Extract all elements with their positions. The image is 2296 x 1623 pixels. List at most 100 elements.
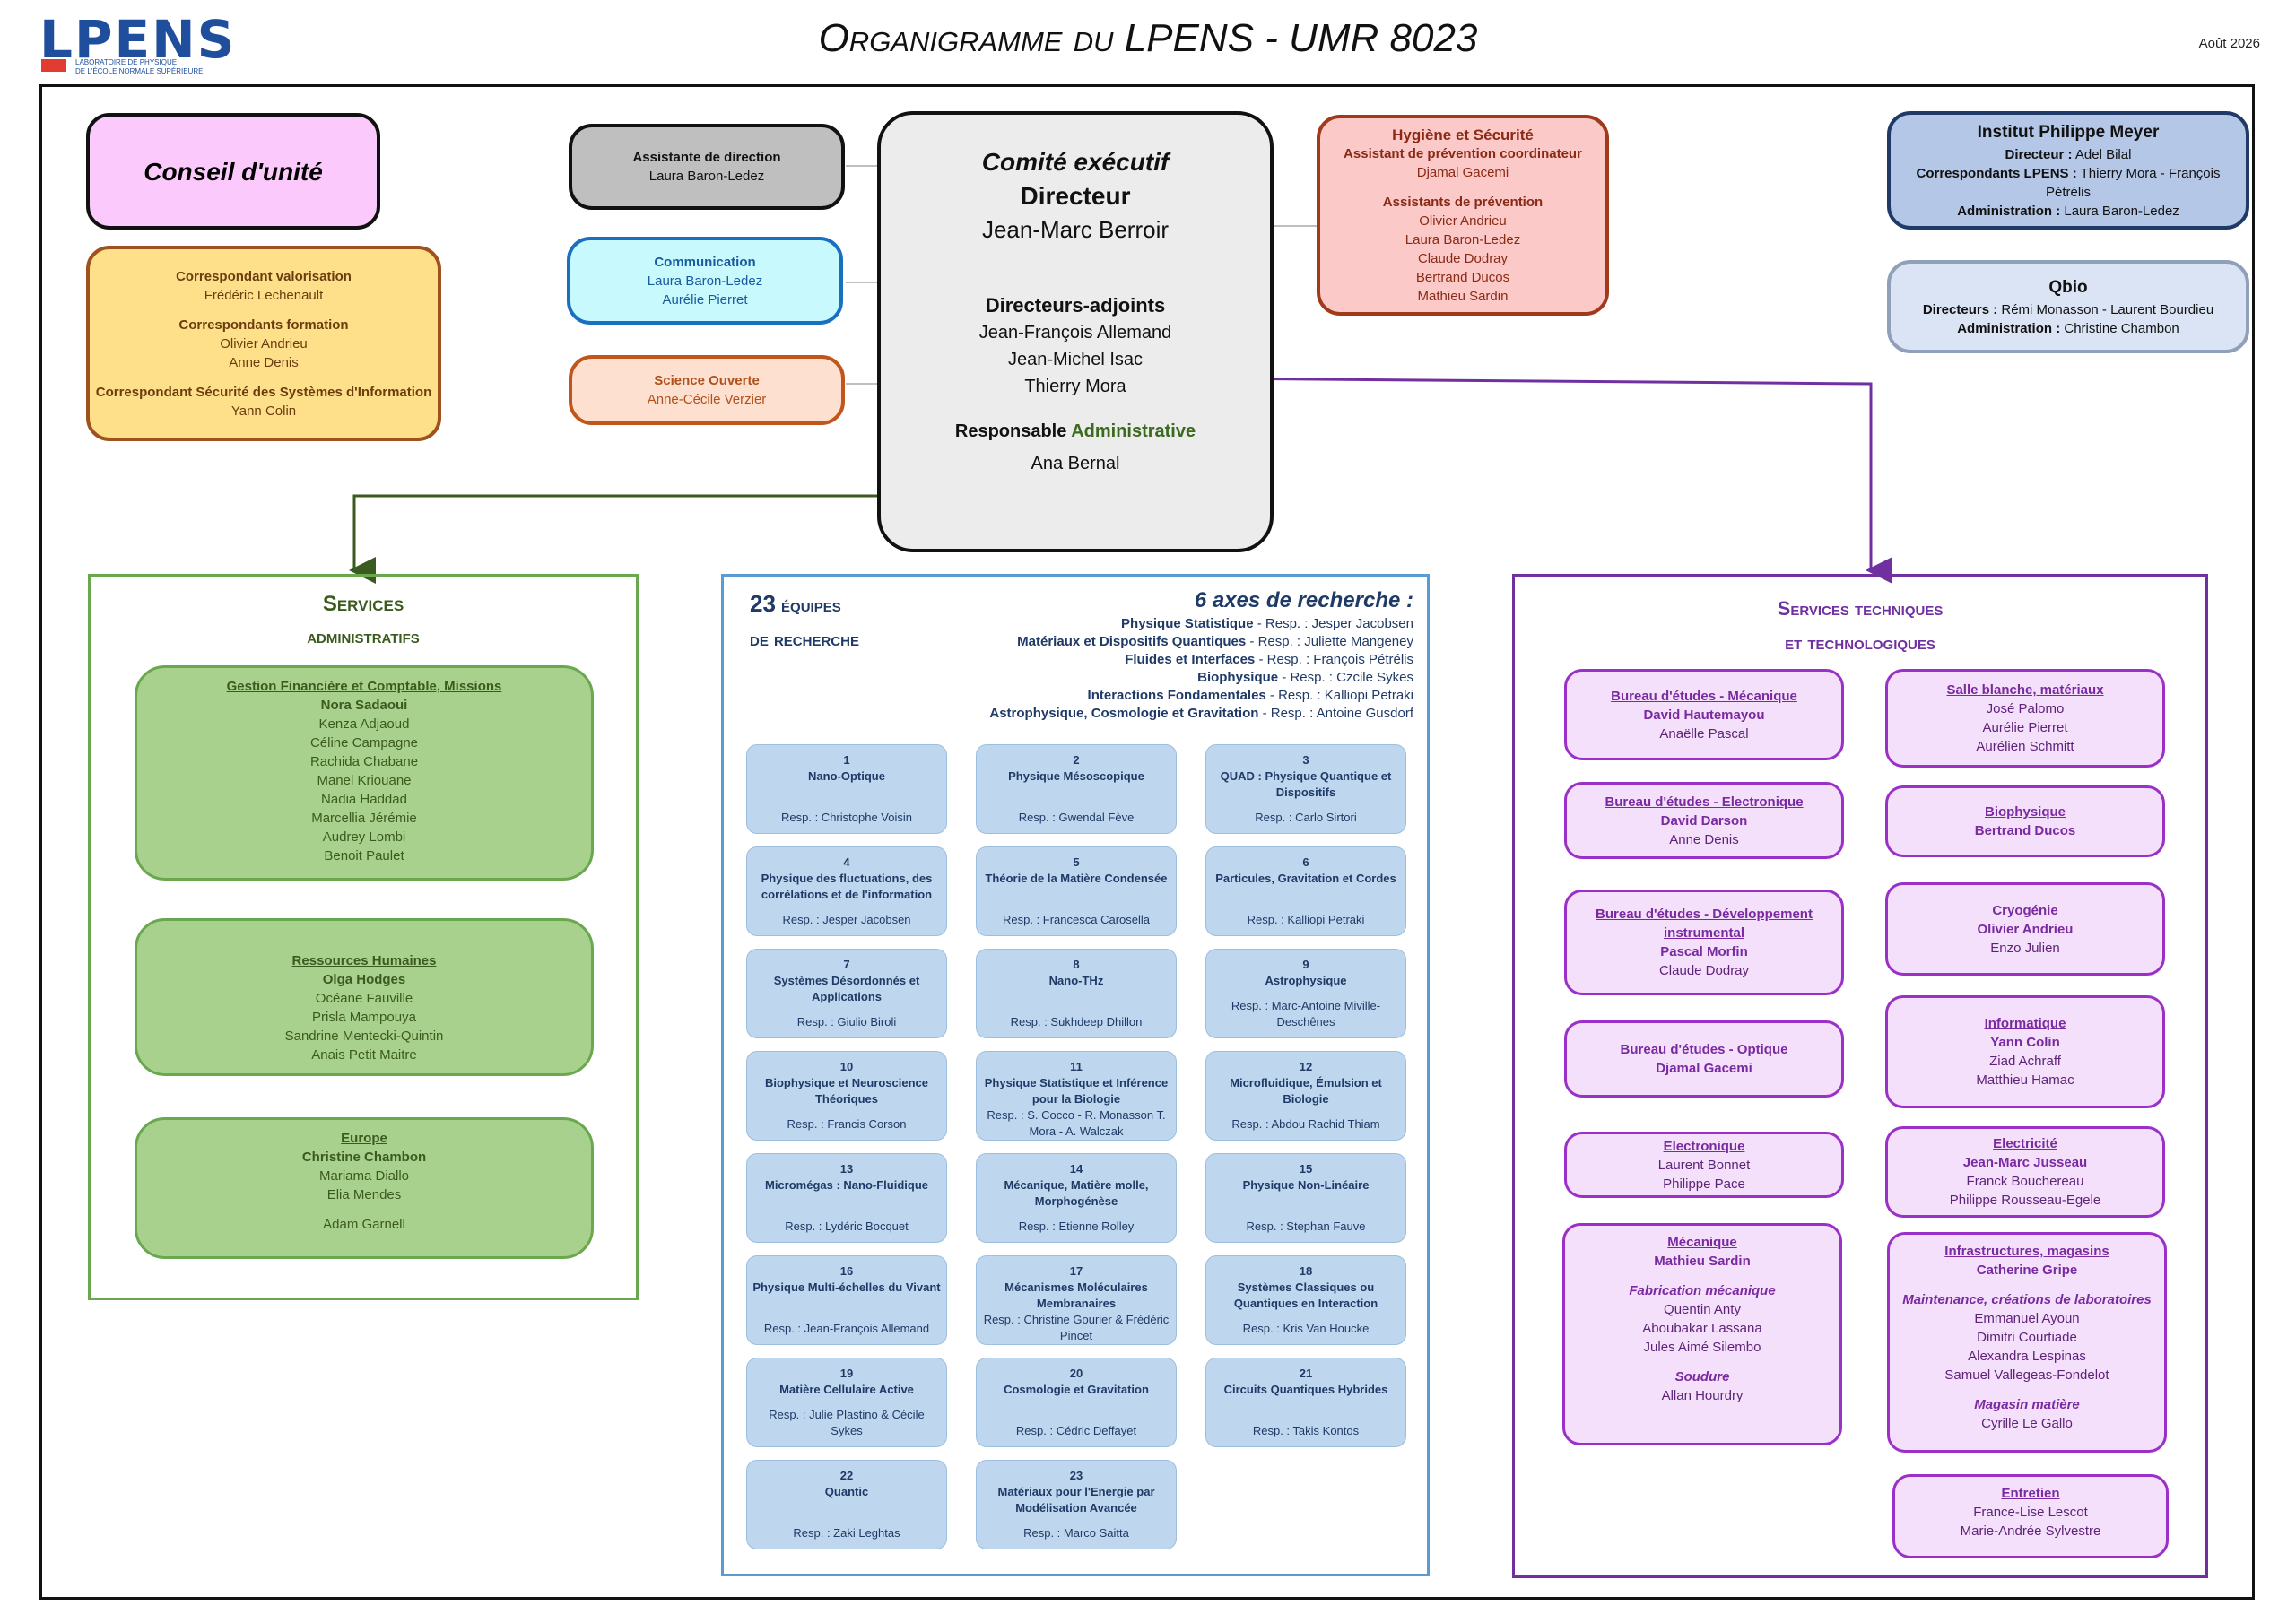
team-resp: Resp. : S. Cocco - R. Monasson T. Mora -… bbox=[987, 1108, 1166, 1138]
team-number: 19 bbox=[839, 1367, 854, 1380]
staff-member: Emmanuel Ayoun bbox=[1974, 1311, 2080, 1326]
finance-box: Gestion Financière et Comptable, Mission… bbox=[135, 665, 594, 881]
tech-service-title: Bureau d'études - Optique bbox=[1620, 1042, 1788, 1057]
team-resp: Resp. : Abdou Rachid Thiam bbox=[1231, 1117, 1380, 1131]
team-number: 1 bbox=[843, 753, 850, 767]
tech-service-lead: David Darson bbox=[1660, 812, 1748, 829]
staff-member: Laurent Bonnet bbox=[1657, 1157, 1751, 1173]
axis-line: Matériaux et Dispositifs Quantiques - Re… bbox=[987, 633, 1413, 651]
team-name: Physique Non-Linéaire bbox=[1242, 1178, 1370, 1192]
team-name: Circuits Quantiques Hybrides bbox=[1223, 1383, 1388, 1396]
staff-member: Marie-Andrée Sylvestre bbox=[1960, 1523, 2101, 1539]
axis-name: Matériaux et Dispositifs Quantiques bbox=[1017, 634, 1247, 649]
team-resp: Resp. : Giulio Biroli bbox=[796, 1015, 897, 1028]
tech-service-lead: Yann Colin bbox=[1990, 1035, 2060, 1050]
tech-service-lead: Bertrand Ducos bbox=[1974, 823, 2076, 838]
staff-member: Anaëlle Pascal bbox=[1659, 725, 1749, 742]
team-name: QUAD : Physique Quantique et Dispositifs bbox=[1220, 769, 1392, 799]
logo: LPENS bbox=[39, 9, 237, 70]
staff-member: Jules Aimé Silembo bbox=[1643, 1340, 1761, 1355]
team-name: Physique Multi-échelles du Vivant bbox=[752, 1280, 941, 1294]
team-number: 9 bbox=[1302, 958, 1309, 971]
team-name: Mécanique, Matière molle, Morphogénèse bbox=[1004, 1178, 1149, 1208]
equipes-section bbox=[721, 574, 1430, 1576]
team-name: Quantic bbox=[824, 1485, 869, 1498]
team-number: 11 bbox=[1070, 1060, 1083, 1073]
tech-service-title: Informatique bbox=[1984, 1016, 2066, 1031]
staff-member: Manel Kriouane bbox=[317, 773, 412, 788]
qbio-box: Qbio Directeurs : Rémi Monasson - Lauren… bbox=[1887, 260, 2249, 353]
team-number: 20 bbox=[1069, 1367, 1083, 1380]
conseil-unite-box: Conseil d'unité bbox=[86, 113, 380, 230]
team-name: Astrophysique bbox=[1265, 974, 1347, 987]
team-number: 12 bbox=[1299, 1060, 1313, 1073]
staff-member: Benoit Paulet bbox=[324, 848, 404, 864]
team-resp: Resp. : Christophe Voisin bbox=[781, 811, 912, 824]
tech-service-lead: Olivier Andrieu bbox=[1977, 921, 2074, 937]
axis-resp: - Resp. : François Pétrélis bbox=[1255, 652, 1413, 667]
comite-executif-box: Comité exécutif Directeur Jean-Marc Berr… bbox=[877, 111, 1274, 552]
axis-name: Astrophysique, Cosmologie et Gravitation bbox=[989, 706, 1259, 721]
tech-service-title: Bureau d'études - Développement instrume… bbox=[1596, 907, 1813, 941]
team-number: 3 bbox=[1302, 753, 1309, 767]
team-number: 13 bbox=[839, 1162, 854, 1176]
staff-member: José Palomo bbox=[1986, 701, 2065, 716]
staff-member: France-Lise Lescot bbox=[1973, 1505, 2088, 1520]
date: Août 2026 bbox=[2198, 36, 2260, 51]
team-resp: Resp. : Marco Saitta bbox=[1023, 1526, 1129, 1540]
logo-mark bbox=[41, 59, 66, 72]
axis-resp: - Resp. : Jesper Jacobsen bbox=[1253, 616, 1413, 631]
tech-service-title: Cryogénie bbox=[1992, 902, 2058, 918]
team-resp: Resp. : Jean-François Allemand bbox=[763, 1322, 930, 1335]
team-resp: Resp. : Jesper Jacobsen bbox=[782, 913, 911, 926]
tech-service-lead: Jean-Marc Jusseau bbox=[1962, 1155, 2088, 1170]
team-resp: Resp. : Etienne Rolley bbox=[1018, 1219, 1135, 1233]
staff-member: Claude Dodray bbox=[1658, 963, 1750, 978]
team-resp: Resp. : Marc-Antoine Miville-Deschênes bbox=[1231, 999, 1381, 1028]
axis-resp: - Resp. : Antoine Gusdorf bbox=[1258, 706, 1413, 721]
staff-member: Sandrine Mentecki-Quintin bbox=[284, 1028, 444, 1044]
tech-service-box: Bureau d'études - Développement instrume… bbox=[1564, 890, 1844, 995]
institut-philippe-meyer-box: Institut Philippe Meyer Directeur : Adel… bbox=[1887, 111, 2249, 230]
axis-line: Fluides et Interfaces - Resp. : François… bbox=[987, 651, 1413, 669]
team-name: Nano-Optique bbox=[808, 769, 885, 783]
team-number: 15 bbox=[1299, 1162, 1313, 1176]
team-name: Mécanismes Moléculaires Membranaires bbox=[1004, 1280, 1148, 1310]
staff-member: Philippe Pace bbox=[1663, 1176, 1745, 1192]
main-frame bbox=[39, 84, 2255, 1600]
tech-service-lead: David Hautemayou bbox=[1643, 707, 1765, 723]
axis-name: Fluides et Interfaces bbox=[1125, 652, 1256, 667]
team-resp: Resp. : Francesca Carosella bbox=[1002, 913, 1150, 926]
staff-member: Philippe Rousseau-Egele bbox=[1949, 1193, 2101, 1208]
axis-name: Interactions Fondamentales bbox=[1087, 688, 1266, 703]
arrow-tech bbox=[1205, 377, 1892, 584]
team-name: Particules, Gravitation et Cordes bbox=[1215, 872, 1396, 885]
axis-line: Physique Statistique - Resp. : Jesper Ja… bbox=[987, 615, 1413, 633]
